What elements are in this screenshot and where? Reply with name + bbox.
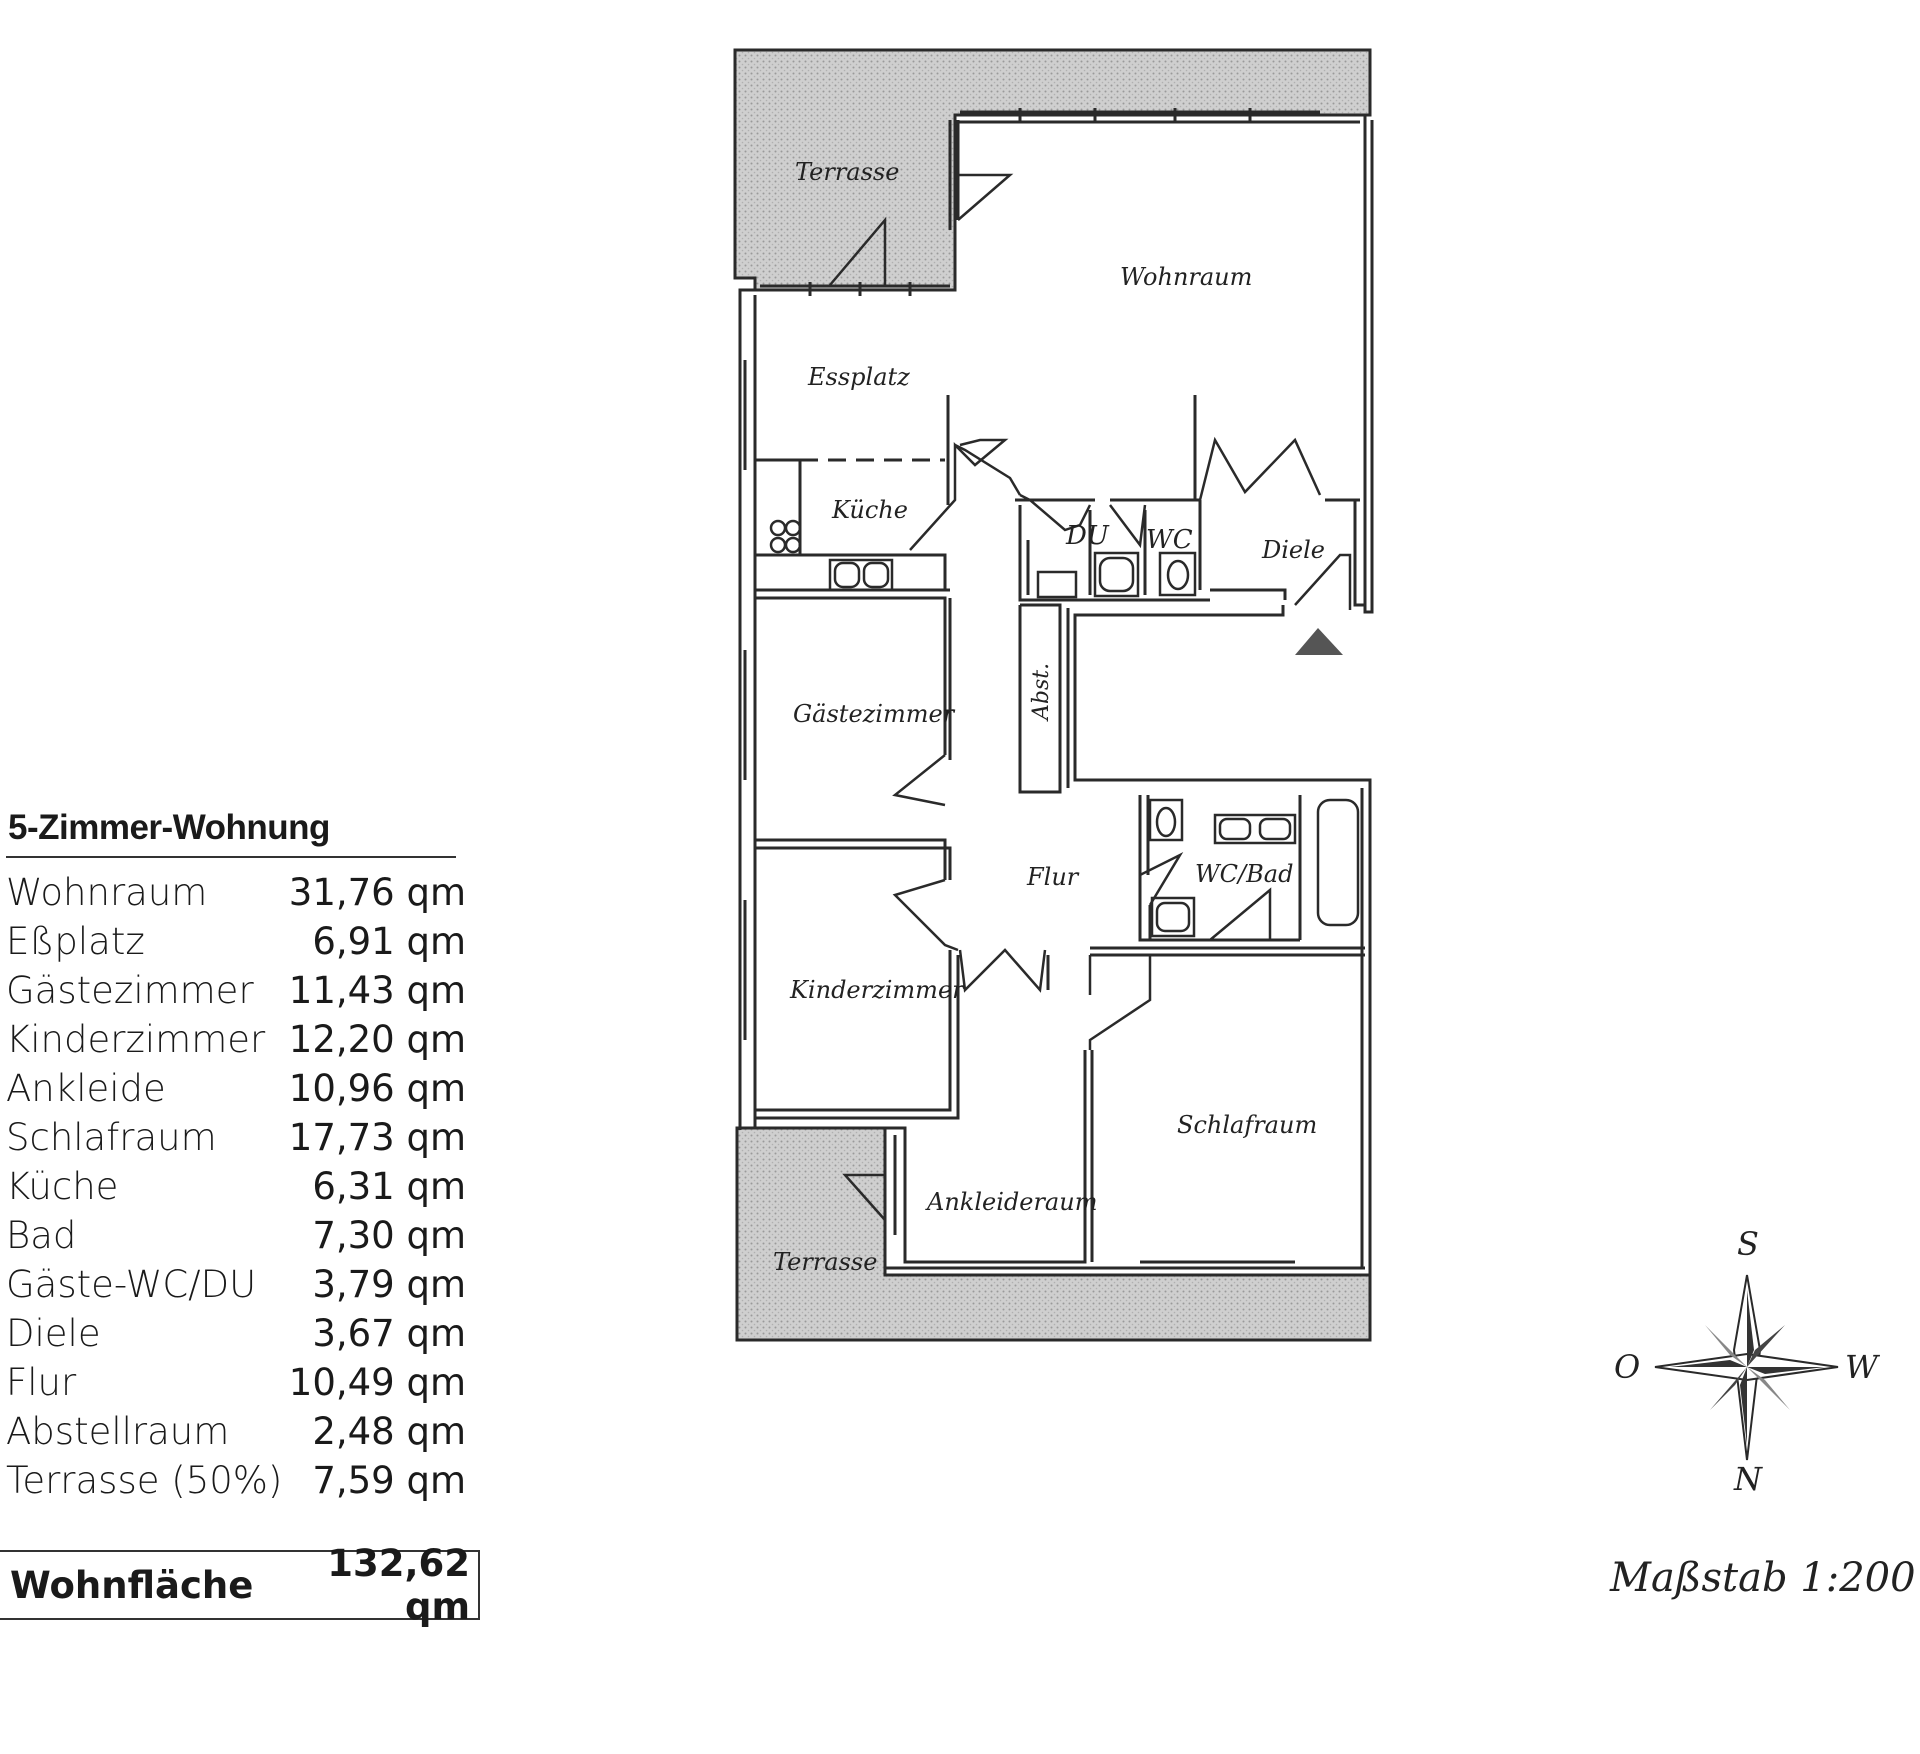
legend-row-value: 3,79 qm bbox=[312, 1263, 466, 1306]
room-wc: WC bbox=[1146, 525, 1193, 555]
room-flur: Flur bbox=[1026, 863, 1080, 891]
legend-row: Terrasse (50%) 7,59 qm bbox=[6, 1456, 466, 1505]
legend-row-label: Schlafraum bbox=[6, 1116, 217, 1159]
room-wcbad: WC/Bad bbox=[1195, 860, 1293, 888]
legend-row-label: Kinderzimmer bbox=[6, 1018, 266, 1061]
walls bbox=[738, 113, 1374, 1275]
room-terrasse-bottom: Terrasse bbox=[773, 1248, 877, 1276]
terrace-bottom bbox=[735, 1126, 1372, 1342]
legend-row-value: 7,30 qm bbox=[312, 1214, 466, 1257]
window-marks bbox=[743, 108, 1320, 1040]
legend-row-value: 3,67 qm bbox=[312, 1312, 466, 1355]
legend-row-value: 17,73 qm bbox=[288, 1116, 466, 1159]
legend-row: Diele 3,67 qm bbox=[6, 1309, 466, 1358]
area-legend: 5-Zimmer-Wohnung Wohnraum 31,76 qm Eßplat… bbox=[6, 808, 486, 1505]
total-area-box: Wohnfläche 132,62 qm bbox=[0, 1542, 480, 1628]
legend-row-label: Küche bbox=[6, 1165, 119, 1208]
room-kinderzimmer: Kinderzimmer bbox=[789, 976, 965, 1004]
room-kueche: Küche bbox=[831, 496, 908, 524]
legend-row-value: 10,96 qm bbox=[288, 1067, 466, 1110]
legend-row: Gäste-WC/DU 3,79 qm bbox=[6, 1260, 466, 1309]
room-schlafraum: Schlafraum bbox=[1177, 1111, 1317, 1139]
room-abst: Abst. bbox=[1029, 663, 1054, 722]
room-du: DU bbox=[1065, 521, 1110, 551]
legend-divider bbox=[6, 856, 456, 858]
legend-rows: Wohnraum 31,76 qm Eßplatz 6,91 qm Gästezim… bbox=[6, 868, 486, 1505]
legend-row: Eßplatz 6,91 qm bbox=[6, 917, 466, 966]
room-diele: Diele bbox=[1261, 536, 1325, 564]
legend-row-label: Ankleide bbox=[6, 1067, 166, 1110]
room-terrasse-top: Terrasse bbox=[795, 158, 899, 186]
legend-row-value: 12,20 qm bbox=[288, 1018, 466, 1061]
compass-west-label: W bbox=[1845, 1348, 1881, 1386]
legend-row-value: 31,76 qm bbox=[288, 871, 466, 914]
total-value: 132,62 qm bbox=[327, 1542, 470, 1628]
legend-row-value: 6,31 qm bbox=[312, 1165, 466, 1208]
legend-row-label: Gästezimmer bbox=[6, 969, 254, 1012]
entrance-marker bbox=[1295, 628, 1343, 655]
legend-row-label: Flur bbox=[6, 1361, 77, 1404]
legend-row-label: Eßplatz bbox=[6, 920, 145, 963]
compass-north-label: N bbox=[1733, 1460, 1763, 1498]
interior-walls bbox=[755, 120, 1365, 1264]
compass-south-label: S bbox=[1737, 1225, 1759, 1263]
legend-row: Abstellraum 2,48 qm bbox=[6, 1407, 466, 1456]
total-label: Wohnfläche bbox=[10, 1563, 254, 1607]
legend-row-value: 6,91 qm bbox=[312, 920, 466, 963]
terrace-top bbox=[733, 48, 1372, 292]
compass-east-label: O bbox=[1614, 1348, 1640, 1386]
legend-row-value: 2,48 qm bbox=[312, 1410, 466, 1453]
legend-row: Küche 6,31 qm bbox=[6, 1162, 466, 1211]
legend-row: Wohnraum 31,76 qm bbox=[6, 868, 466, 917]
fixtures bbox=[769, 519, 1360, 938]
scale-label: Maßstab 1:200 bbox=[1610, 1555, 1916, 1601]
legend-row: Kinderzimmer 12,20 qm bbox=[6, 1015, 466, 1064]
legend-row: Ankleide 10,96 qm bbox=[6, 1064, 466, 1113]
room-gaestezimmer: Gästezimmer bbox=[793, 700, 956, 728]
compass-rose bbox=[1654, 1274, 1839, 1461]
legend-row-label: Gäste-WC/DU bbox=[6, 1263, 257, 1306]
door-swings bbox=[829, 173, 1352, 1221]
room-wohnraum: Wohnraum bbox=[1120, 263, 1252, 291]
legend-row: Bad 7,30 qm bbox=[6, 1211, 466, 1260]
legend-row: Schlafraum 17,73 qm bbox=[6, 1113, 466, 1162]
legend-row-value: 11,43 qm bbox=[288, 969, 466, 1012]
legend-row-label: Bad bbox=[6, 1214, 77, 1257]
legend-row: Gästezimmer 11,43 qm bbox=[6, 966, 466, 1015]
legend-row-label: Diele bbox=[6, 1312, 101, 1355]
room-essplatz: Essplatz bbox=[807, 363, 910, 391]
room-ankleideraum: Ankleideraum bbox=[925, 1188, 1097, 1216]
legend-row-label: Abstellraum bbox=[6, 1410, 230, 1453]
legend-row: Flur 10,49 qm bbox=[6, 1358, 466, 1407]
legend-row-value: 10,49 qm bbox=[288, 1361, 466, 1404]
legend-row-value: 7,59 qm bbox=[312, 1459, 466, 1502]
legend-row-label: Terrasse (50%) bbox=[6, 1459, 283, 1502]
legend-title: 5-Zimmer-Wohnung bbox=[8, 808, 330, 847]
legend-row-label: Wohnraum bbox=[6, 871, 208, 914]
